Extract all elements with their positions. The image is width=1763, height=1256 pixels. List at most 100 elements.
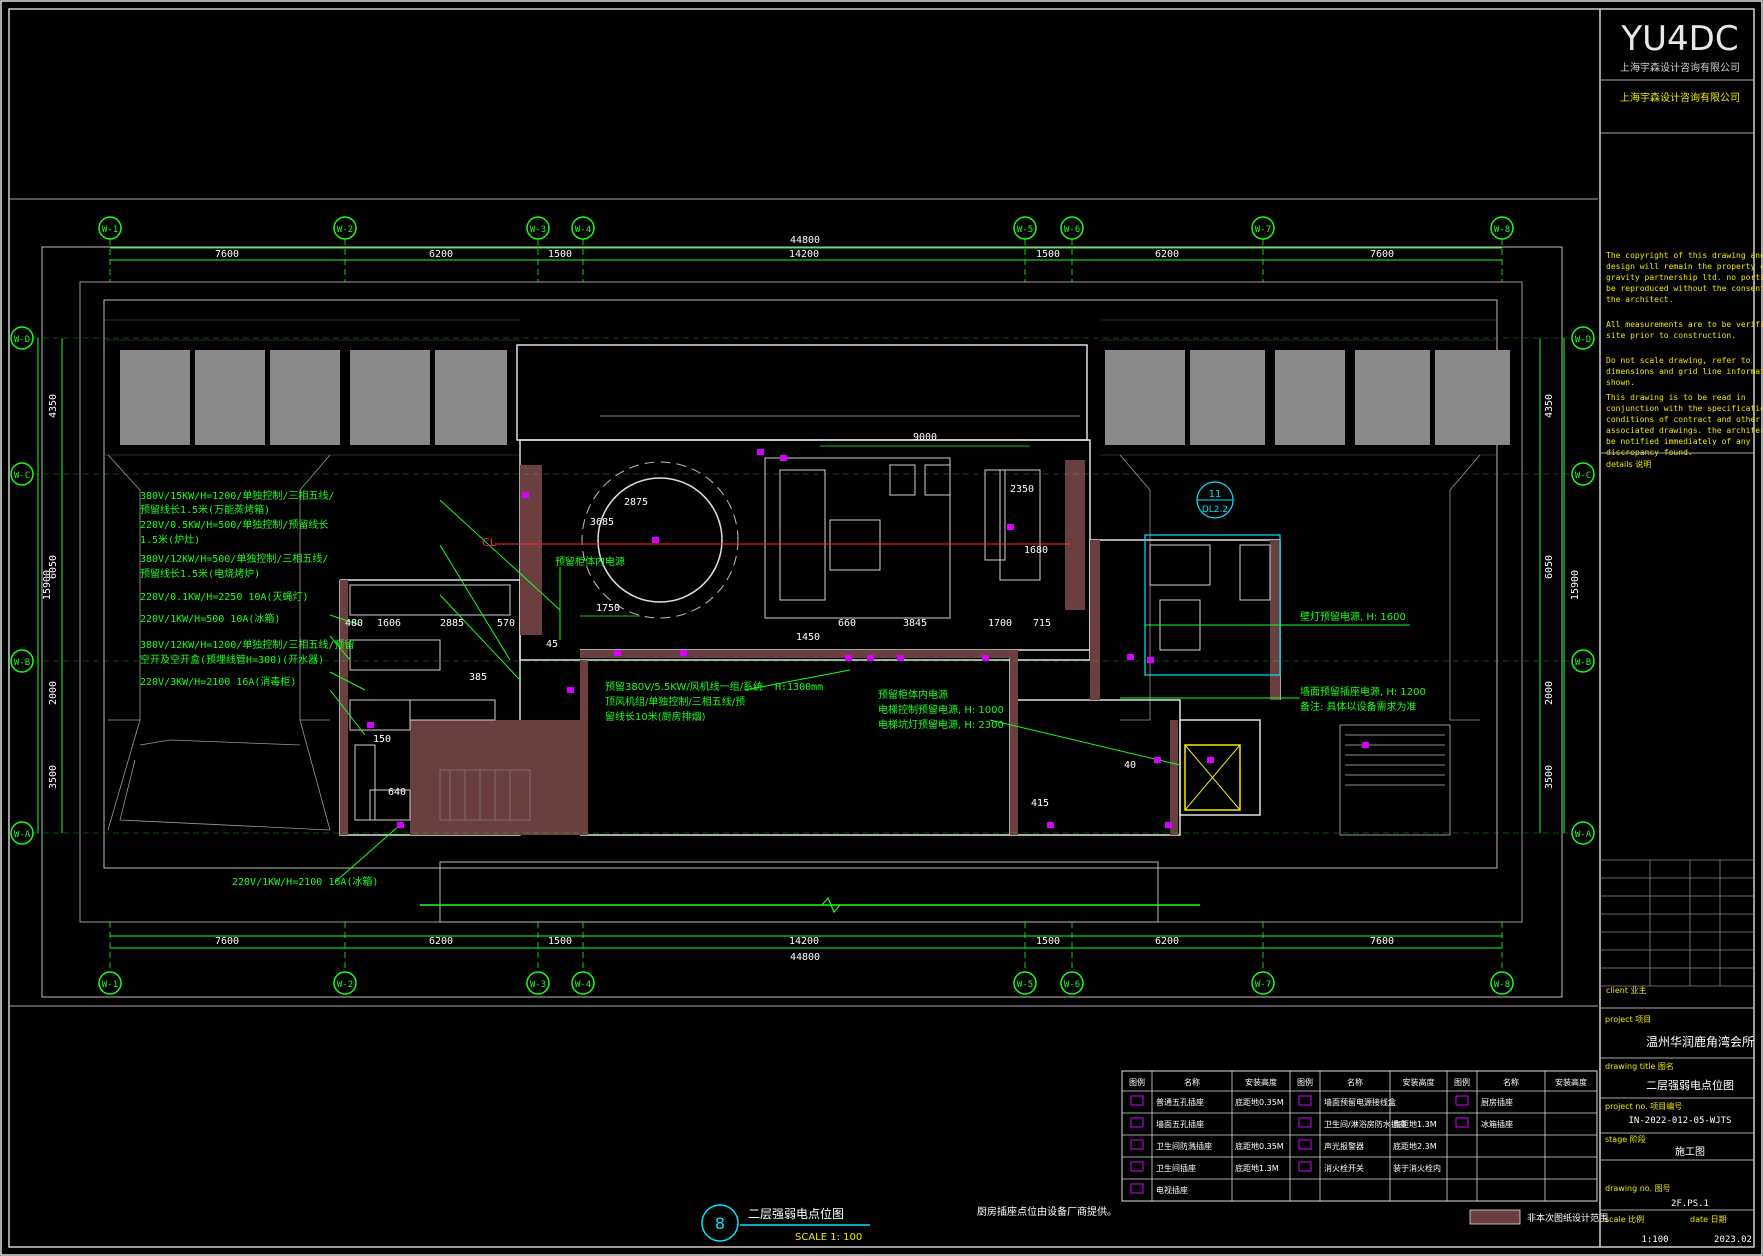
grid-bubble-w-c: W-C — [10, 462, 34, 486]
roof-hips — [107, 454, 1481, 831]
legend-name: 电视插座 — [1156, 1185, 1188, 1195]
legend-icon — [1298, 1117, 1312, 1128]
dim-side-span: 3500 — [1544, 765, 1555, 789]
note-line: be notified immediately of any — [1606, 437, 1751, 446]
dim-side-total: 15900 — [42, 570, 53, 600]
bathroom-fixtures — [1149, 544, 1271, 651]
dim-2885: 2885 — [440, 618, 464, 629]
dim-span: 1500 — [1036, 249, 1060, 260]
annotation-wall-socket: 墙面预留插座电源, H: 1200 — [1300, 685, 1426, 698]
floor-plan — [41, 246, 1563, 998]
annotations-left: 380V/15KW/H=1200/单独控制/三相五线/预留线长1.5米(万能蒸烤… — [140, 489, 354, 688]
socket-marker — [757, 449, 764, 455]
dim-9000: 9000 — [913, 432, 937, 443]
dim-span: 1500 — [548, 936, 572, 947]
grid-bubble-w-1: W-1 — [98, 922, 122, 995]
dim-side-span: 4350 — [48, 394, 59, 418]
break-mark — [821, 896, 841, 914]
dim-1700: 1700 — [988, 618, 1012, 629]
annotation-center-right-line: 电梯控制预留电源, H: 1000 — [878, 703, 1004, 716]
grid-bubble-w-7: W-7 — [1251, 922, 1275, 995]
note-line: design will remain the property of — [1606, 262, 1763, 271]
scale-value: 1:100 — [1641, 1235, 1668, 1245]
dim-side-total: 15900 — [1570, 570, 1581, 600]
living-furniture — [764, 457, 1041, 619]
legend-icon — [1130, 1139, 1144, 1150]
annotation-left-line: 预留线长1.5米(电烧烤炉) — [140, 567, 260, 580]
legend-icon — [1455, 1117, 1469, 1128]
drawing-label: 8 二层强弱电点位图 SCALE 1: 100 — [701, 1204, 870, 1243]
grid-label: W-1 — [102, 980, 118, 990]
legend-header: 图例 — [1297, 1077, 1313, 1087]
grid-bubble-w-c: W-C — [1571, 462, 1595, 486]
socket-marker — [845, 655, 852, 661]
dim-side-span: 6050 — [1544, 555, 1555, 579]
grid-bubble-w-7: W-7 — [1251, 216, 1275, 282]
socket-marker — [1047, 822, 1054, 828]
grid-bubble-w-a: W-A — [10, 821, 34, 845]
socket-marker — [897, 655, 904, 661]
legend-height: 底距地0.35M — [1235, 1097, 1284, 1107]
dim-385: 385 — [469, 672, 487, 683]
grid-label: W-8 — [1494, 980, 1510, 990]
dim-side-span: 6050 — [48, 555, 59, 579]
grid-label: W-D — [1575, 335, 1591, 345]
legend-header: 安装高度 — [1403, 1077, 1435, 1087]
grid-bubble-w-5: W-5 — [1013, 216, 1037, 282]
callout-number: 11 — [1209, 489, 1222, 500]
logo-text: YU4DC — [1620, 19, 1738, 59]
dim-150: 150 — [373, 734, 391, 745]
annotation-left-line: 220V/0.5KW/H=500/单独控制/预留线长 — [140, 518, 328, 531]
annotation-left-line: 220V/0.1KW/H=2250 10A(灭蝇灯) — [140, 591, 308, 603]
grid-bubble-w-b: W-B — [10, 649, 34, 673]
grid-bubble-w-d: W-D — [1571, 326, 1595, 350]
cl-label: CL — [482, 536, 497, 549]
dim-2875: 2875 — [624, 497, 648, 508]
note-line: shown. — [1606, 378, 1635, 387]
drawing-title: 二层强弱电点位图 — [1646, 1078, 1734, 1092]
grid-label: W-2 — [337, 225, 353, 235]
drawing-label-number: 8 — [715, 1214, 725, 1233]
legend-name: 声光报警器 — [1324, 1141, 1364, 1151]
project-no: IN-2022-012-05-WJTS — [1629, 1116, 1732, 1126]
legend-name: 消火栓开关 — [1324, 1163, 1364, 1173]
drawing-label-title: 二层强弱电点位图 — [748, 1206, 844, 1221]
solar-panels-right — [1105, 350, 1510, 445]
socket-marker — [780, 455, 787, 461]
dim-660: 660 — [838, 618, 856, 629]
grid-bubble-w-6: W-6 — [1060, 216, 1084, 282]
socket-marker — [867, 655, 874, 661]
note-line: dimensions and grid line information as — [1606, 367, 1763, 376]
grid-label: W-C — [14, 471, 30, 481]
drawing-no-label: drawing no. 图号 — [1605, 1184, 1671, 1193]
legend-header: 名称 — [1184, 1077, 1200, 1087]
annotation-left-line: 空开及空开盒(预埋线管H=300)(开水器) — [140, 653, 324, 666]
drawing-label-scale: SCALE 1: 100 — [795, 1232, 862, 1243]
dim-span: 7600 — [215, 936, 239, 947]
socket-markers — [367, 449, 1369, 828]
drawing-title-label: drawing title 图名 — [1605, 1061, 1674, 1071]
note-line: All measurements are to be verified on — [1606, 320, 1763, 329]
grid-bubble-w-4: W-4 — [571, 922, 595, 995]
note-line: This drawing is to be read in — [1606, 393, 1746, 402]
date-value: 2023.02 — [1714, 1235, 1752, 1245]
project-no-label: project no. 项目编号 — [1605, 1101, 1682, 1111]
grid-label: W-4 — [575, 980, 591, 990]
socket-marker — [1147, 657, 1154, 663]
hatch-legend: 非本次图纸设计范围 — [1469, 1209, 1608, 1225]
project-name: 温州华润鹿角湾会所 — [1646, 1034, 1754, 1049]
date-label: date 日期 — [1690, 1215, 1727, 1224]
annotation-center-left-line: 顶风机组/单独控制/三相五线/预 — [605, 695, 745, 708]
legend-icon — [1130, 1095, 1144, 1106]
grid-label: W-7 — [1255, 225, 1271, 235]
legend-icon — [1298, 1161, 1312, 1172]
dim-2350: 2350 — [1010, 484, 1034, 495]
legend-icon — [1298, 1095, 1312, 1106]
grid-bubble-w-2: W-2 — [333, 216, 357, 282]
dimension-lines — [37, 247, 1565, 949]
grid-label: W-5 — [1017, 225, 1033, 235]
legend-icon — [1130, 1117, 1144, 1128]
